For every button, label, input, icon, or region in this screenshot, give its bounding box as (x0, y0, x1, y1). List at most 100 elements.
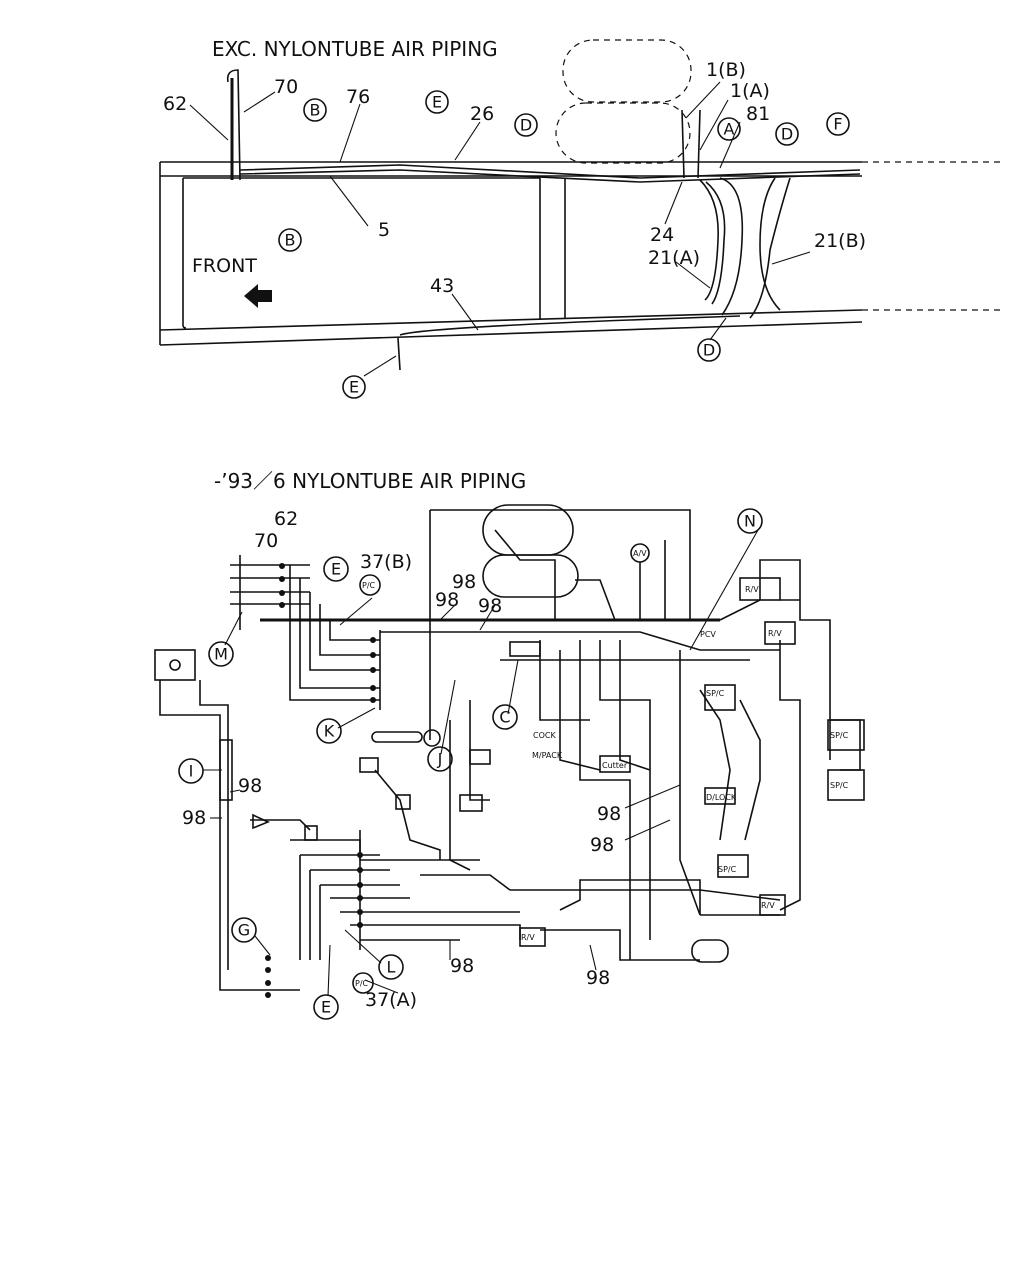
part-number-21b: 21(B) (814, 230, 866, 252)
pcv-label: PCV (700, 630, 716, 639)
part-number-37a: 37(A) (365, 989, 417, 1011)
part-number-81: 81 (746, 103, 770, 125)
rv3-label: R/V (761, 901, 775, 910)
callout-d-bottom: D (697, 338, 721, 362)
callout-f-top: F (826, 112, 850, 136)
svg-text:A: A (724, 120, 735, 139)
mpack-label: M/PACK (532, 751, 563, 760)
spring-chamber-1 (704, 684, 736, 711)
part-number-98-d: 98 (238, 775, 262, 797)
top-leaders (189, 81, 811, 377)
callout-c: C (492, 704, 518, 730)
callout-n: N (737, 508, 763, 534)
svg-text:F: F (833, 115, 842, 134)
callout-g: G (231, 917, 257, 943)
callout-e-bottom: E (342, 375, 366, 399)
part-number-21a: 21(A) (648, 247, 700, 269)
spring-chamber-3 (827, 769, 865, 801)
part-number-62: 62 (163, 93, 187, 115)
svg-text:D: D (781, 125, 793, 144)
cock-label: COCK (533, 731, 556, 740)
svg-text:M: M (214, 645, 228, 664)
callout-j: J (427, 746, 453, 772)
part-number-76: 76 (346, 86, 370, 108)
valve-a (469, 749, 491, 765)
small-tank (359, 757, 379, 773)
callout-b-top: B (303, 98, 327, 122)
top-view: EXC. NYLONTUBE AIR PIPING (159, 37, 1000, 399)
svg-text:N: N (744, 512, 756, 531)
diff-lock-box (704, 787, 736, 805)
callout-b-bottom: B (278, 228, 302, 252)
part-number-98-e: 98 (182, 807, 206, 829)
bottom-view: -’93／6 NYLONTUBE AIR PIPING A/V (154, 469, 865, 1020)
svg-text:J: J (437, 750, 443, 769)
callout-k: K (316, 718, 342, 744)
part-number-5: 5 (378, 219, 390, 241)
spc3-label: SP/C (830, 781, 849, 790)
part-number-98-b: 98 (435, 589, 459, 611)
top-view-title: EXC. NYLONTUBE AIR PIPING (212, 37, 498, 61)
fittings-k (370, 637, 376, 703)
part-number-98-f: 98 (597, 803, 621, 825)
spring-chamber-2 (827, 719, 865, 751)
part-number-43: 43 (430, 275, 454, 297)
spc4-label: SP/C (718, 865, 737, 874)
relay-valve-2 (764, 621, 796, 645)
rv1-label: R/V (745, 585, 759, 594)
part-number-1a: 1(A) (730, 80, 770, 102)
svg-text:E: E (321, 998, 331, 1017)
part-number-98-c: 98 (478, 595, 502, 617)
valve-block (395, 794, 411, 810)
svg-text:B: B (285, 231, 296, 250)
part-number-24: 24 (650, 224, 674, 246)
spring-chamber-4 (717, 854, 749, 878)
part-number-26: 26 (470, 103, 494, 125)
chassis-frame (159, 161, 1000, 346)
dlock-label: D/LOCK (706, 793, 737, 802)
part-number-62-bottom: 62 (274, 508, 298, 530)
callout-e-upper: E (323, 556, 349, 582)
part-number-70-bottom: 70 (254, 530, 278, 552)
bottom-view-title: -’93／6 NYLONTUBE AIR PIPING (214, 469, 526, 493)
part-number-98-i: 98 (586, 967, 610, 989)
rv4-label: R/V (521, 933, 535, 942)
svg-text:K: K (324, 722, 335, 741)
valve-box-c (509, 641, 541, 657)
svg-text:I: I (189, 762, 194, 781)
svg-text:E: E (349, 378, 359, 397)
front-arrow-icon (244, 284, 272, 308)
relay-valve-4 (519, 927, 546, 947)
top-piping (226, 69, 861, 371)
part-number-98-h: 98 (450, 955, 474, 977)
valve-b (459, 794, 483, 812)
callout-e-lower: E (313, 994, 339, 1020)
fittings-l (357, 852, 363, 928)
svg-text:D: D (520, 116, 532, 135)
cutter-label: Cutter (602, 761, 628, 770)
bottom-air-tanks: A/V (482, 504, 650, 598)
fittings-top-left (279, 563, 285, 608)
svg-text:L: L (387, 958, 396, 977)
cutter-box (599, 755, 631, 773)
brake-valve-body (154, 649, 196, 681)
part-number-98-g: 98 (590, 834, 614, 856)
svg-text:E: E (331, 560, 341, 579)
bottom-piping (159, 509, 861, 991)
relay-valve-3 (759, 894, 786, 916)
svg-text:G: G (238, 921, 250, 940)
air-tanks (555, 39, 692, 164)
spc2-label: SP/C (830, 731, 849, 740)
callout-d-top-2: D (775, 122, 799, 146)
pc1-label: P/C (362, 581, 376, 590)
callout-e-top: E (425, 90, 449, 114)
part-number-37b: 37(B) (360, 551, 412, 573)
svg-text:B: B (310, 101, 321, 120)
part-number-70: 70 (274, 76, 298, 98)
reserve-tank (691, 939, 729, 963)
part-number-1b: 1(B) (706, 59, 746, 81)
relay-valve-1 (739, 577, 781, 601)
svg-text:C: C (499, 708, 510, 727)
rv2-label: R/V (768, 629, 782, 638)
